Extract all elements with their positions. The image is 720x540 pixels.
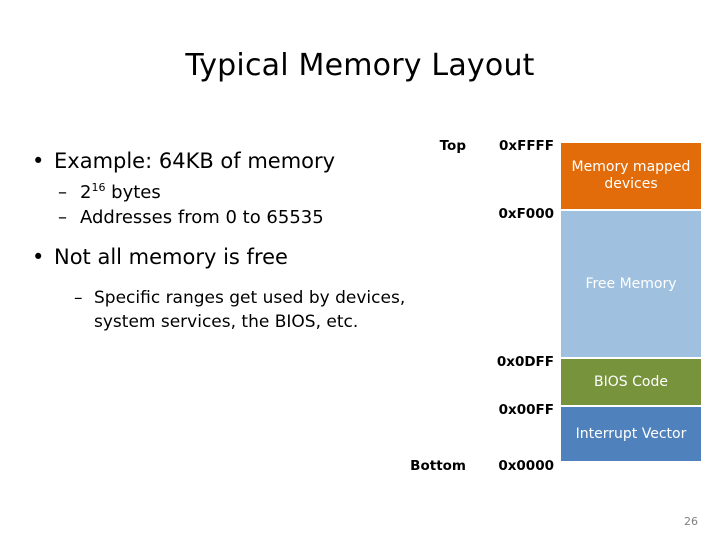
bullet-example-text: Example: 64KB of memory	[54, 149, 336, 173]
sub-item-bytes-base: 2	[80, 182, 92, 203]
bullet-glyph-icon: •	[32, 149, 45, 173]
sub-item-bytes: – 216 bytes	[18, 180, 438, 205]
address-label-0dff: 0x0DFF	[496, 354, 554, 370]
sub-item-bytes-exponent: 16	[91, 181, 106, 194]
memory-block-free-memory: Free Memory	[560, 210, 702, 358]
sub-item-addresses: – Addresses from 0 to 65535	[18, 205, 438, 230]
dash-glyph-icon: –	[74, 288, 83, 308]
bullet-glyph-icon: •	[32, 245, 45, 269]
memory-block-bottom-spacer	[560, 462, 702, 492]
page-number: 26	[684, 515, 698, 528]
address-label-ffff: 0xFFFF	[499, 138, 554, 154]
address-label-00ff: 0x00FF	[498, 402, 554, 418]
memory-block-interrupt-vector: Interrupt Vector	[560, 406, 702, 462]
dash-glyph-icon: –	[58, 207, 67, 228]
diagram-top-label: Top	[439, 138, 466, 154]
sub-item-addresses-text: Addresses from 0 to 65535	[80, 207, 324, 228]
sub-item-specific-ranges-text: Specific ranges get used by devices, sys…	[94, 288, 406, 332]
bullet-item-not-free: • Not all memory is free	[18, 244, 438, 270]
bullet-not-free-text: Not all memory is free	[54, 245, 288, 269]
page-title: Typical Memory Layout	[185, 48, 535, 83]
memory-block-bios-code: BIOS Code	[560, 358, 702, 406]
address-label-f000: 0xF000	[498, 206, 554, 222]
sub-item-bytes-unit: bytes	[105, 182, 161, 203]
address-label-0000: 0x0000	[498, 458, 554, 474]
bullet-list: • Example: 64KB of memory – 216 bytes – …	[18, 148, 438, 334]
bullet-item-example: • Example: 64KB of memory	[18, 148, 438, 174]
memory-block-mapped-devices: Memory mapped devices	[560, 142, 702, 210]
dash-glyph-icon: –	[58, 182, 67, 203]
diagram-bottom-label: Bottom	[410, 458, 466, 474]
sub-item-specific-ranges: – Specific ranges get used by devices, s…	[18, 286, 438, 334]
memory-layout-diagram: Top Bottom 0xFFFF 0xF000 0x0DFF 0x00FF 0…	[410, 136, 702, 496]
